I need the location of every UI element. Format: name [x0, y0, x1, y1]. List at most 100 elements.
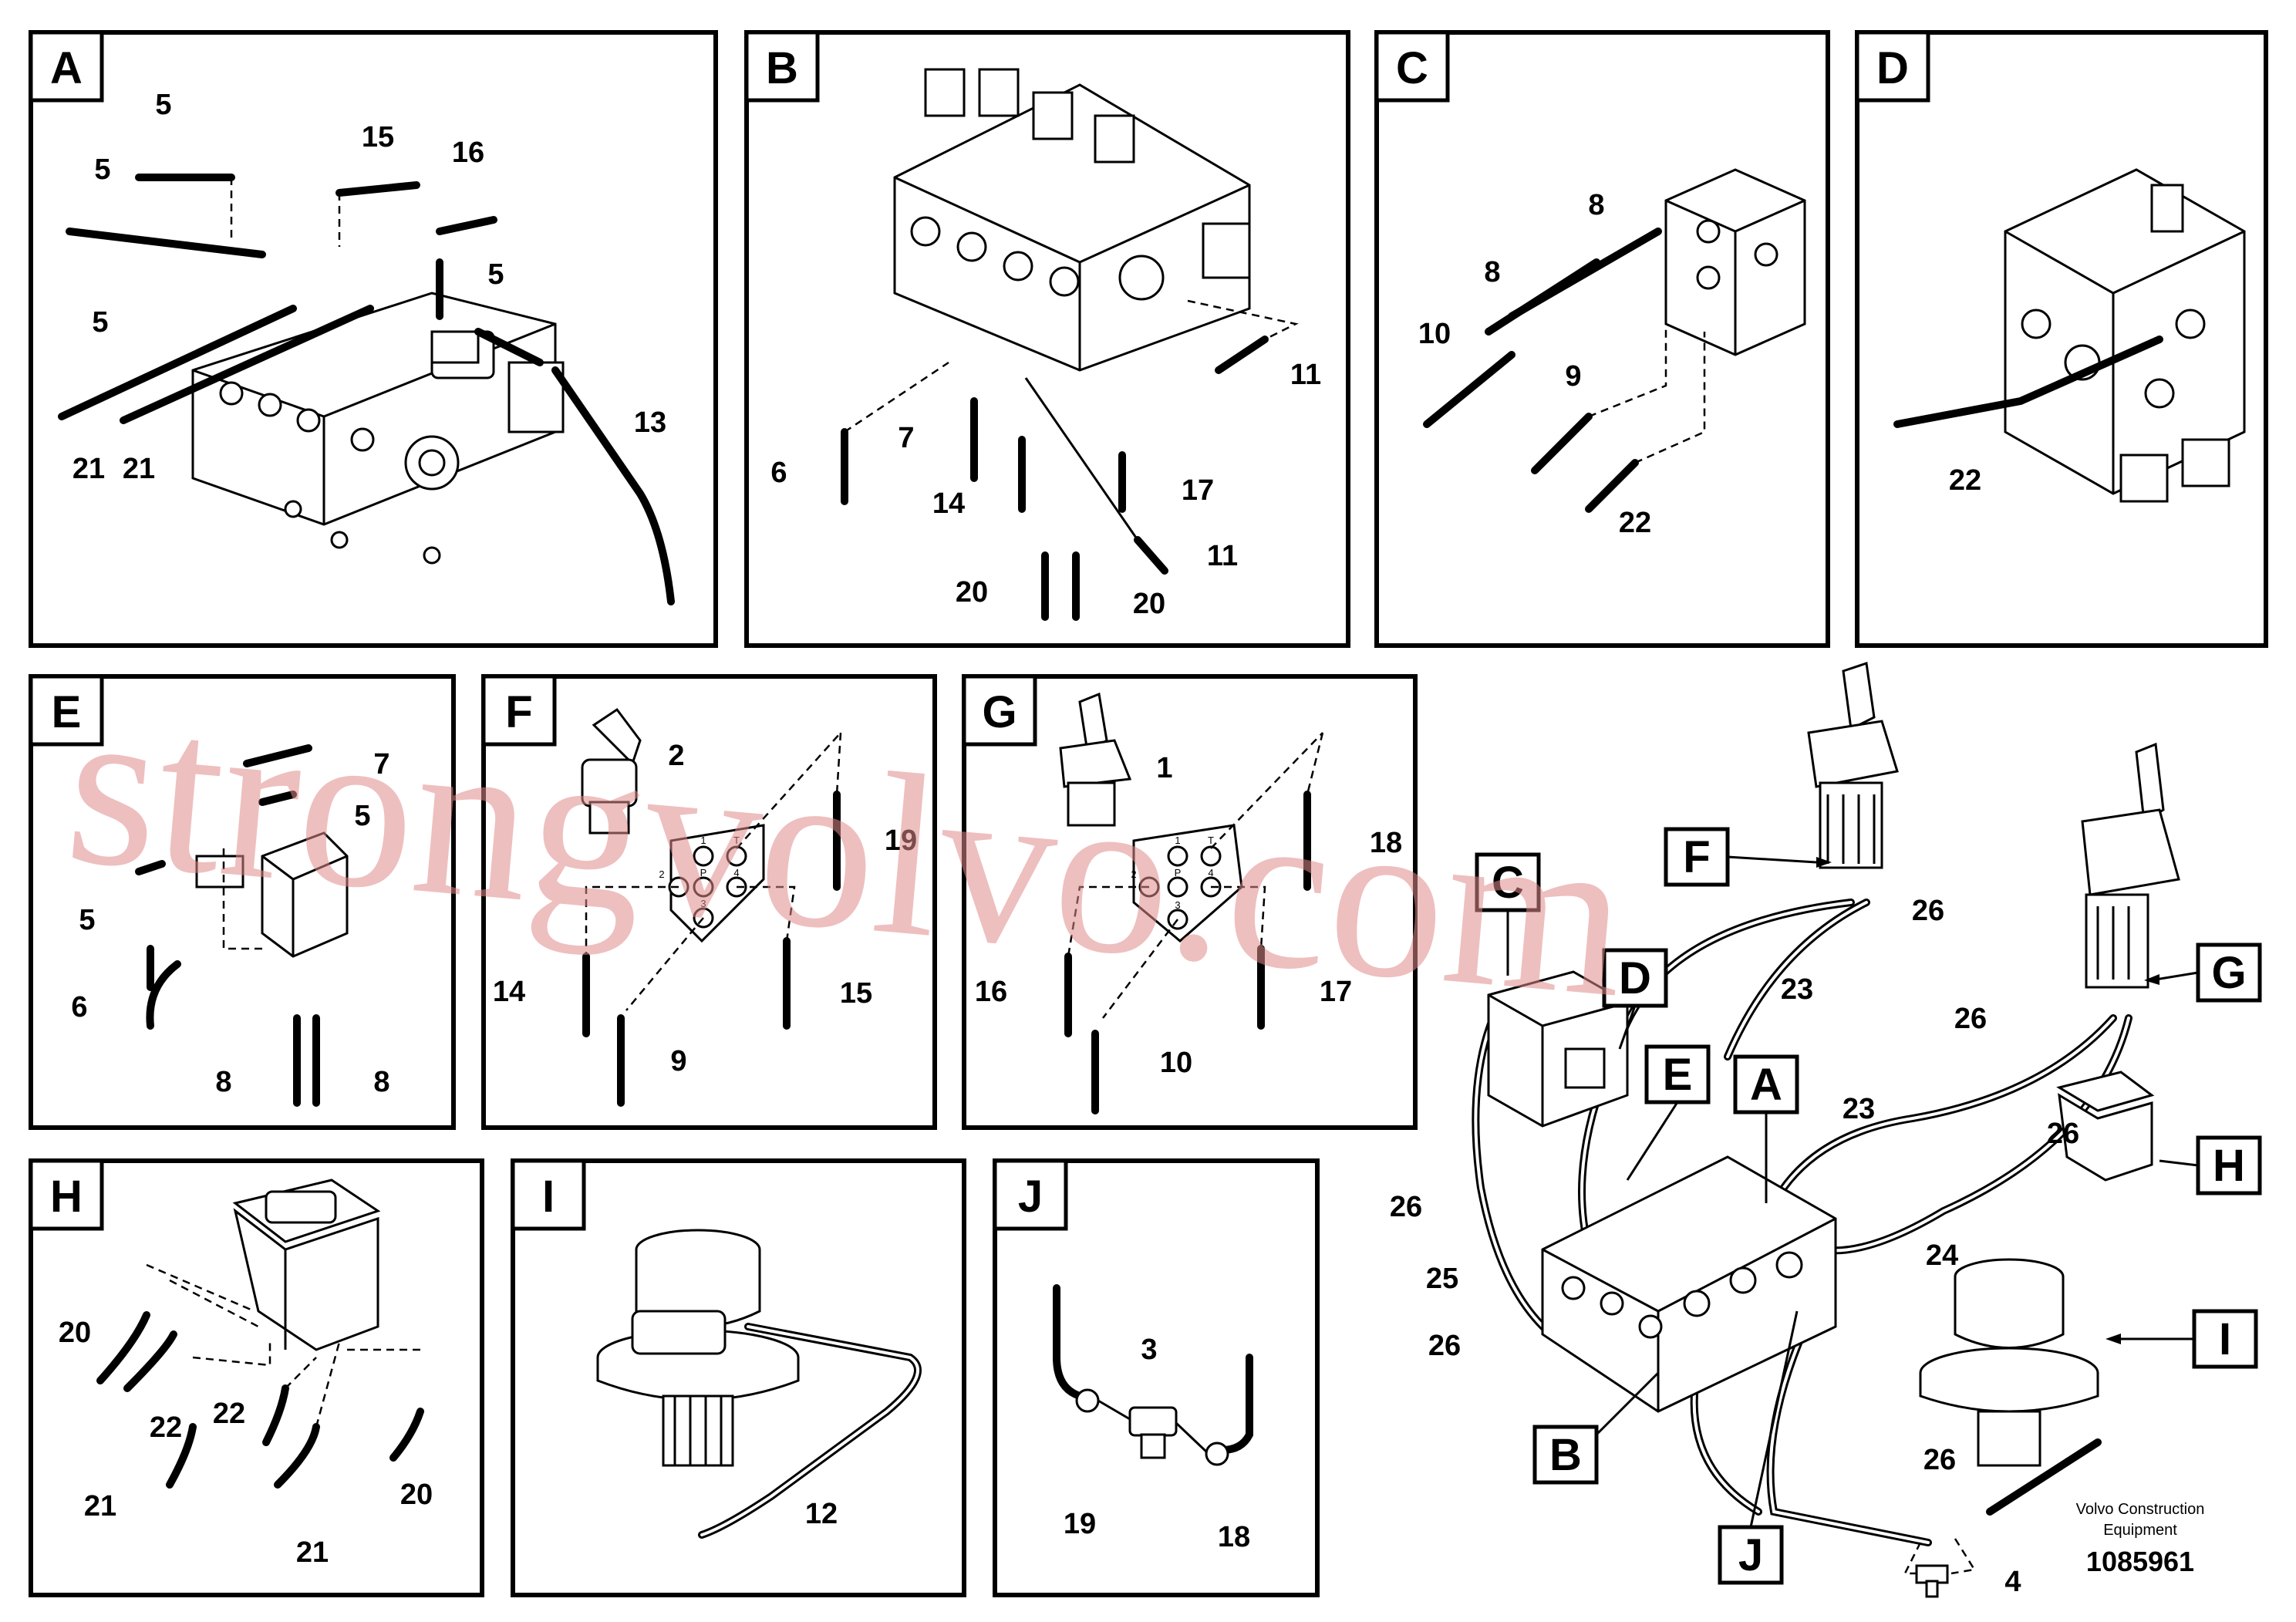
pilot-valves-overview [1487, 970, 1629, 1128]
port-f-4: 4 [733, 867, 739, 878]
port-f-p: P [700, 867, 707, 878]
tee-fitting-overview [1903, 1538, 1977, 1598]
panel-f: F 1 T 2 P 4 3 2 19 14 15 9 [481, 674, 937, 1130]
hoses-c [1423, 228, 1706, 513]
callout-a-5-mid: 5 [92, 306, 108, 339]
overview-assembly: F G C D E A H [1390, 662, 2262, 1598]
callout-ov-23-top: 23 [1781, 973, 1813, 1006]
panel-a-tag: A [50, 43, 83, 93]
callout-ov-26-bottom: 26 [1923, 1444, 1956, 1476]
callout-b-20-right: 20 [1133, 588, 1165, 620]
hoses-f [582, 732, 842, 1107]
port-diagram-g: 1 T 2 P 4 3 [1131, 824, 1243, 943]
callout-ov-26-top: 26 [1912, 895, 1944, 927]
callout-e-8-right: 8 [373, 1066, 389, 1098]
pilot-valve-c [1664, 168, 1806, 356]
callout-b-20-left: 20 [956, 576, 988, 609]
callout-g-1: 1 [1156, 752, 1172, 784]
callout-a-5-top: 5 [155, 89, 171, 121]
panel-h-tag: H [50, 1172, 83, 1222]
callout-a-5-right: 5 [487, 258, 504, 291]
callout-a-15: 15 [362, 121, 394, 153]
panel-i-tag: I [542, 1172, 555, 1222]
port-g-1: 1 [1175, 835, 1180, 846]
callout-i-12: 12 [805, 1498, 838, 1530]
tee-fitting-j [1053, 1284, 1253, 1466]
pedal-valve-h [232, 1179, 381, 1351]
hoses-h [96, 1263, 424, 1489]
control-valve-block-b [893, 68, 1251, 372]
panel-d: D 22 [1855, 30, 2268, 648]
callout-a-16: 16 [452, 137, 484, 169]
callout-e-5-right: 5 [354, 800, 370, 832]
pedal-valve-overview [2056, 1071, 2155, 1182]
svg-text:H: H [2213, 1141, 2245, 1191]
callout-e-6: 6 [71, 991, 87, 1023]
port-f-3: 3 [700, 898, 706, 909]
hoses-e [135, 744, 320, 1107]
callout-j-3: 3 [1141, 1334, 1157, 1366]
callout-f-9: 9 [670, 1045, 686, 1077]
port-g-2: 2 [1131, 868, 1136, 880]
overview-tag-f: F [1664, 827, 1832, 887]
callout-b-14: 14 [932, 487, 965, 520]
brand-line-1: Volvo Construction [2076, 1501, 2205, 1518]
overview-tag-e: E [1626, 1044, 1711, 1181]
callout-a-5-left: 5 [94, 153, 110, 186]
callout-h-21-bottom: 21 [296, 1536, 329, 1569]
callout-f-19: 19 [885, 824, 917, 857]
port-diagram-f: 1 T 2 P 4 3 [659, 824, 765, 943]
callout-ov-4: 4 [2004, 1566, 2021, 1598]
panel-b: B 11 6 7 14 17 11 20 2 [744, 30, 1350, 648]
callout-ov-24: 24 [1926, 1239, 1958, 1272]
callout-ov-25: 25 [1426, 1263, 1458, 1295]
overview-tag-d: D [1602, 948, 1668, 1050]
svg-text:D: D [1619, 953, 1651, 1003]
hoses-b [841, 299, 1299, 621]
panel-d-tag: D [1876, 43, 1909, 93]
panel-c-tag: C [1396, 43, 1428, 93]
hoses-g [1064, 732, 1324, 1114]
callout-a-21-right: 21 [123, 453, 155, 485]
callout-a-13: 13 [634, 406, 666, 439]
port-g-4: 4 [1208, 867, 1213, 878]
callout-g-10: 10 [1160, 1047, 1192, 1079]
callout-c-8-top: 8 [1588, 189, 1604, 221]
panel-h: H 20 22 22 21 21 20 [29, 1158, 484, 1597]
hose-d [1893, 336, 2163, 428]
hoses-a [58, 174, 675, 605]
callout-c-22: 22 [1619, 507, 1651, 539]
callout-a-21-left: 21 [72, 453, 105, 485]
callout-b-11-bottom: 11 [1207, 540, 1238, 572]
callout-g-16: 16 [975, 976, 1007, 1008]
callout-b-11-top: 11 [1290, 359, 1321, 391]
svg-text:G: G [2211, 948, 2246, 998]
svg-text:A: A [1750, 1060, 1782, 1110]
joystick-g [1059, 692, 1132, 827]
svg-text:C: C [1492, 858, 1524, 908]
callout-e-5-left: 5 [79, 904, 95, 936]
swing-motor-i [596, 1229, 800, 1467]
panel-g-tag: G [982, 687, 1017, 737]
callout-g-17: 17 [1320, 976, 1352, 1008]
valve-block-d [2004, 168, 2246, 503]
callout-f-14: 14 [493, 976, 525, 1008]
callout-b-17: 17 [1182, 474, 1214, 507]
callout-h-22-mid: 22 [213, 1398, 245, 1430]
callout-f-15: 15 [840, 977, 872, 1010]
main-control-valve-overview [1541, 1155, 1837, 1413]
swing-motor-overview [1919, 1258, 2099, 1467]
callout-f-2: 2 [668, 740, 684, 772]
overview-tag-c: C [1475, 852, 1541, 976]
callout-h-22-left: 22 [150, 1411, 182, 1444]
callout-c-10: 10 [1418, 318, 1451, 350]
callout-h-20-right: 20 [400, 1479, 433, 1511]
svg-text:B: B [1549, 1430, 1582, 1480]
svg-text:F: F [1683, 832, 1710, 882]
callout-ov-26-h: 26 [2047, 1118, 2079, 1150]
panel-e: E 7 5 5 6 8 8 [29, 674, 456, 1130]
callout-ov-23-mid: 23 [1843, 1093, 1875, 1125]
callout-ov-26-left: 26 [1390, 1191, 1422, 1223]
joystick-f [581, 707, 642, 835]
panel-c: C 8 8 10 9 22 [1374, 30, 1830, 648]
